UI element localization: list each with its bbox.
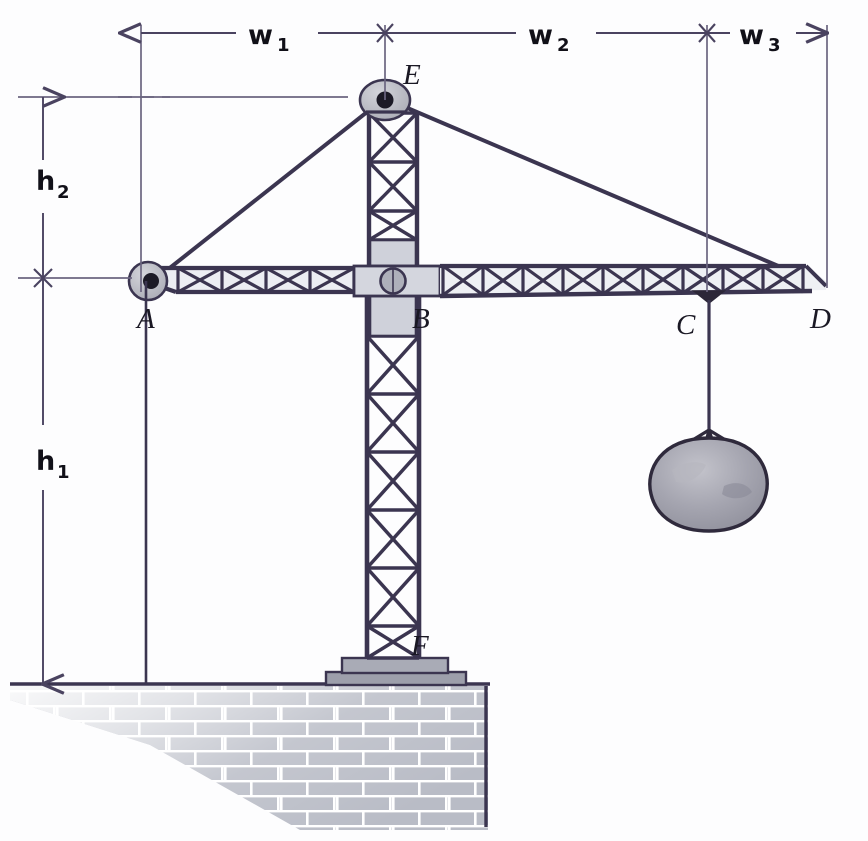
- point-label-A: A: [135, 303, 155, 335]
- foundation-pad-upper: [340, 656, 450, 675]
- dim-label-h1-sub: 1: [57, 462, 70, 483]
- dim-label-w2-base: w: [528, 20, 553, 51]
- tie-cables: [150, 99, 824, 287]
- vertical-dimensions: [33, 97, 53, 684]
- dim-label-w2-sub: 2: [557, 35, 570, 56]
- crane-mast: [364, 111, 422, 660]
- dim-label-w2: w 2: [528, 20, 570, 56]
- ground-masonry: [10, 682, 490, 830]
- counter-jib-bracing: [176, 266, 356, 294]
- cable-E-to-D: [390, 99, 824, 287]
- mast-collar-below-jib: [370, 296, 416, 336]
- extension-lines: [18, 25, 828, 684]
- dimension-labels: w 1 w 2 w 3 h 2 h 1: [36, 20, 781, 483]
- dim-label-w1-base: w: [248, 20, 273, 51]
- dim-label-h2-sub: 2: [57, 182, 70, 203]
- dim-tick-A-vertical: [33, 268, 53, 288]
- point-label-C: C: [676, 309, 696, 341]
- hoist-assembly: [648, 290, 769, 533]
- dim-label-w3-sub: 3: [768, 35, 781, 56]
- load-shadow: [722, 483, 752, 499]
- upper-mast-collar: [370, 240, 416, 266]
- dim-label-w3: w 3: [739, 20, 781, 56]
- trolley-block-C: [691, 290, 727, 305]
- dim-label-h2: h 2: [36, 166, 70, 203]
- main-jib-bracing: [441, 264, 805, 297]
- suspended-load-sack: [648, 436, 769, 533]
- mast-lower-bracing: [365, 334, 421, 660]
- dim-label-w3-base: w: [739, 20, 764, 51]
- mast-upper-bracing: [367, 111, 419, 242]
- point-label-D: D: [809, 303, 831, 335]
- dim-label-h2-base: h: [36, 166, 55, 197]
- dim-label-w1: w 1: [248, 20, 290, 56]
- load-highlight: [672, 462, 706, 483]
- main-jib-tip-taper: [804, 264, 828, 288]
- point-label-F: F: [410, 630, 429, 662]
- point-label-B: B: [412, 303, 430, 335]
- dim-tick-E: [376, 23, 394, 43]
- cable-E-to-A: [150, 99, 383, 284]
- dim-label-h1: h 1: [36, 446, 70, 483]
- point-label-E: E: [402, 59, 421, 91]
- mast-foundation: [324, 656, 468, 687]
- horizontal-dimensions: [141, 24, 827, 42]
- dim-label-h1-base: h: [36, 446, 55, 477]
- point-labels: A B C D E F: [135, 59, 831, 662]
- dim-tick-C: [698, 23, 716, 43]
- crane-jib: [149, 263, 828, 299]
- dim-label-w1-sub: 1: [277, 35, 290, 56]
- main-jib-bottom-chord: [439, 288, 813, 299]
